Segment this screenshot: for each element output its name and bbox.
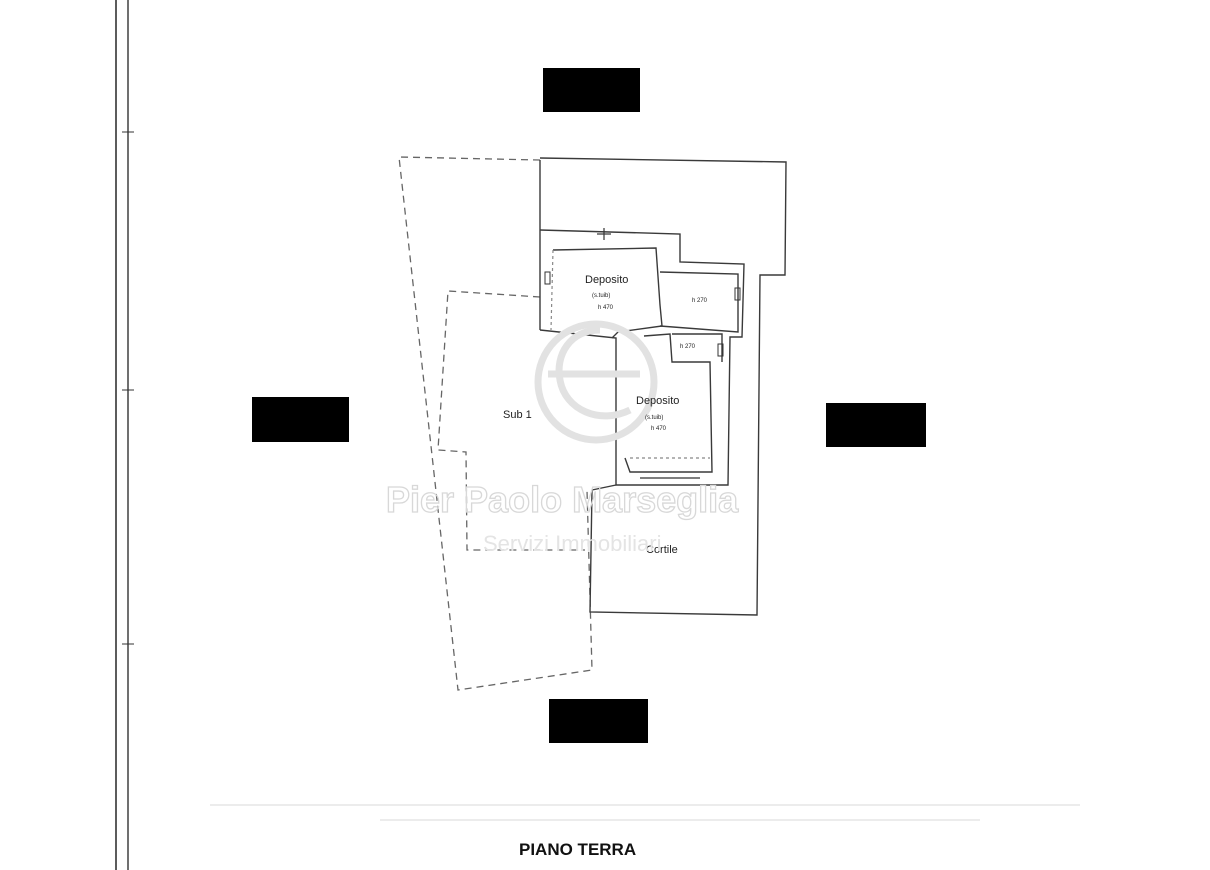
watermark-name: Pier Paolo Marseglia (386, 479, 739, 520)
svg-text:Deposito: Deposito (636, 395, 679, 407)
redaction-block-left (252, 397, 349, 442)
floor-title: PIANO TERRA (519, 840, 636, 859)
building-walls (539, 157, 787, 616)
room-label-deposito-top: Deposito (s.tuib) h 470 (585, 274, 628, 311)
sheet-border (115, 0, 134, 870)
redaction-block-bottom (549, 699, 648, 743)
svg-text:Deposito: Deposito (585, 274, 628, 286)
room-height-label-1: h 270 (692, 298, 708, 304)
svg-text:(s.tuib): (s.tuib) (645, 415, 663, 421)
svg-text:h 470: h 470 (598, 305, 614, 311)
sub-1-boundary (398, 156, 593, 691)
room-label-deposito-bottom: Deposito (s.tuib) h 470 (636, 395, 679, 432)
room-height-label-2: h 270 (680, 344, 696, 350)
redaction-block-right (826, 403, 926, 447)
svg-text:(s.tuib): (s.tuib) (592, 293, 610, 299)
room-label-cortile: Cortile (646, 544, 678, 556)
agency-logo-icon (534, 320, 658, 444)
redaction-block-top (543, 68, 640, 112)
room-label-sub-1: Sub 1 (503, 409, 532, 421)
scan-noise (210, 804, 1080, 821)
svg-text:h 470: h 470 (651, 426, 667, 432)
watermark-subtitle: Servizi Immobiliari (483, 531, 661, 556)
